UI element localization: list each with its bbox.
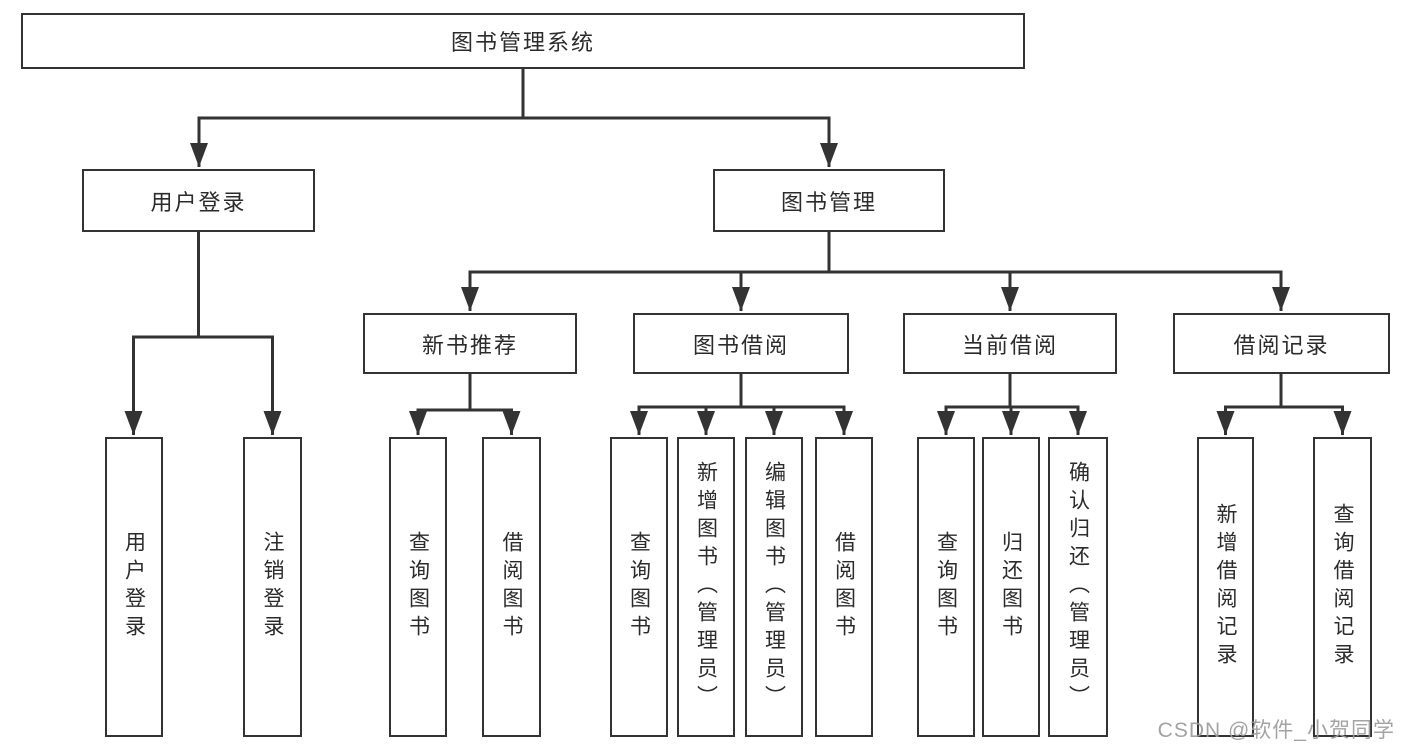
leaf-cb-query-books: 查询图书	[917, 437, 975, 737]
node-book-borrowing: 图书借阅	[633, 313, 849, 374]
csdn-watermark: CSDN @软件_小贺同学	[1157, 719, 1395, 742]
leaf-cb-confirm-return-admin: 确认归还（管理员）	[1048, 437, 1108, 737]
leaf-cb-return-books: 归还图书	[982, 437, 1040, 737]
leaf-br-query-borrow-record: 查询借阅记录	[1313, 437, 1372, 737]
leaf-bb-borrow-books: 借阅图书	[815, 437, 873, 737]
leaf-bb-query-books: 查询图书	[610, 437, 668, 737]
leaf-br-add-borrow-record: 新增借阅记录	[1197, 437, 1254, 737]
node-new-book-recommendation: 新书推荐	[363, 313, 577, 374]
leaf-logout-login: 注销登录	[243, 437, 302, 737]
node-book-management: 图书管理	[713, 169, 945, 232]
leaf-user-login: 用户登录	[105, 437, 163, 737]
node-current-borrowing: 当前借阅	[903, 313, 1117, 374]
node-borrowing-records: 借阅记录	[1173, 313, 1390, 374]
node-library-management-system: 图书管理系统	[21, 13, 1025, 69]
node-user-login: 用户登录	[82, 169, 315, 232]
leaf-bb-edit-books-admin: 编辑图书（管理员）	[745, 437, 803, 737]
leaf-nbr-query-books: 查询图书	[389, 437, 447, 737]
leaf-bb-add-books-admin: 新增图书（管理员）	[677, 437, 735, 737]
leaf-nbr-borrow-books: 借阅图书	[482, 437, 541, 737]
